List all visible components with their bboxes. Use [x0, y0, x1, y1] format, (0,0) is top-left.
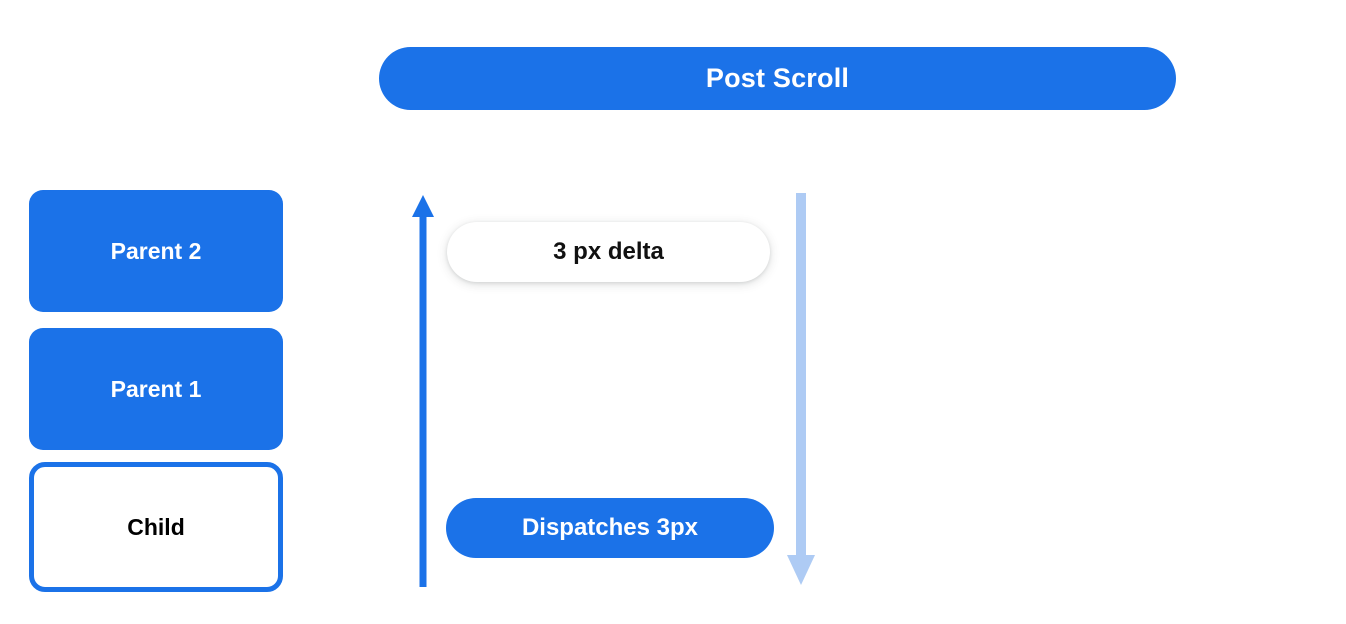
node-parent-1-label: Parent 1: [110, 375, 202, 402]
node-parent-2: Parent 2: [29, 190, 283, 312]
node-child-label: Child: [127, 513, 185, 540]
scroll-down-arrow-icon: [787, 193, 815, 585]
dispatch-chip-label: Dispatches 3px: [521, 514, 699, 541]
node-child: Child: [29, 462, 283, 592]
node-parent-2-label: Parent 2: [110, 237, 202, 264]
post-scroll-header-pill: Post Scroll: [379, 47, 1176, 110]
scroll-up-arrow-icon: [412, 195, 434, 587]
delta-chip: 3 px delta: [447, 222, 770, 282]
post-scroll-header-label: Post Scroll: [705, 63, 850, 93]
delta-chip-label: 3 px delta: [553, 238, 664, 265]
node-parent-1: Parent 1: [29, 328, 283, 450]
dispatch-chip: Dispatches 3px: [446, 498, 774, 558]
